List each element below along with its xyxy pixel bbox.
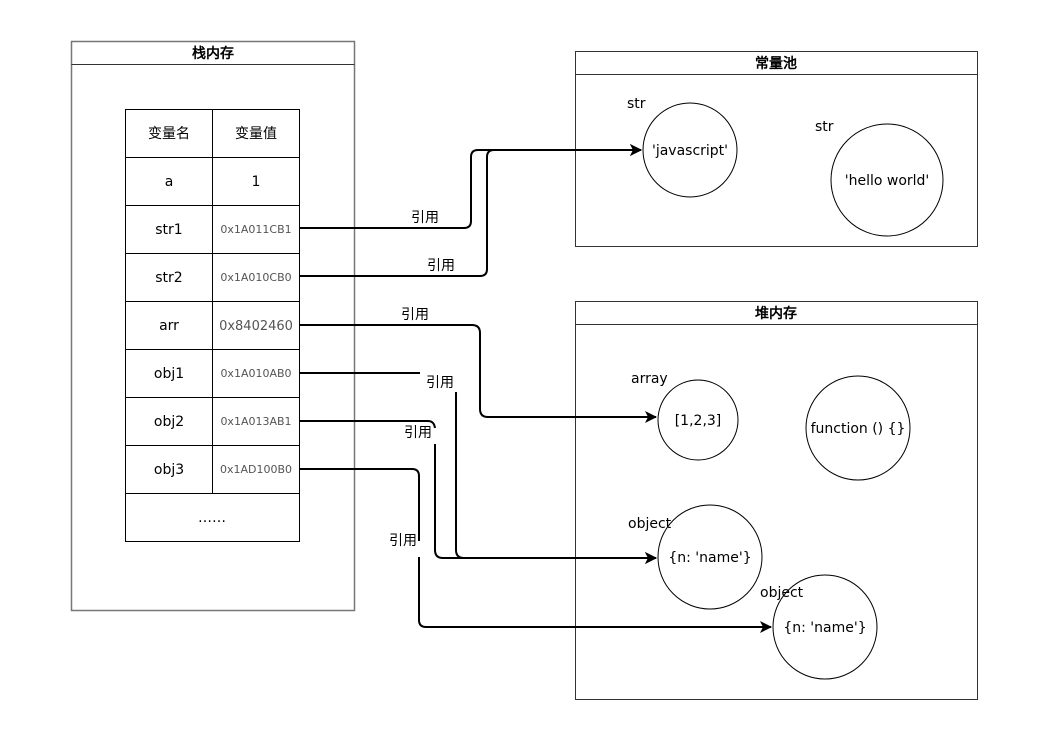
- constant-type-label: str: [815, 119, 834, 135]
- row-name: obj3: [154, 462, 184, 478]
- header-variable-name: 变量名: [148, 126, 190, 142]
- edge-label-str2: 引用: [427, 258, 455, 274]
- heap-title: 堆内存: [755, 305, 797, 322]
- heap-circle: [657, 379, 739, 461]
- edge-label-obj2: 引用: [404, 425, 432, 441]
- table-row-obj1: obj1 0x1A010AB0: [154, 366, 292, 382]
- heap-type-label: object: [628, 516, 672, 532]
- constant-value: 'hello world': [845, 173, 930, 189]
- variable-table: 变量名 变量值 a 1 str1 0x1A011CB1 str2 0x1A010…: [125, 109, 300, 542]
- heap-array: array [1,2,3]: [631, 371, 739, 461]
- heap-object-1: object {n: 'name'}: [628, 504, 763, 610]
- row-value: 1: [252, 174, 261, 190]
- edge-label-str1: 引用: [411, 210, 439, 226]
- heap-function: function () {}: [805, 375, 911, 481]
- constant-javascript: str 'javascript': [627, 96, 738, 198]
- edge-obj3-to-object2: [299, 468, 771, 627]
- constant-circle: [830, 123, 944, 237]
- heap-value: {n: 'name'}: [668, 550, 751, 566]
- edge-label-arr: 引用: [401, 307, 429, 323]
- constant-value: 'javascript': [652, 143, 728, 159]
- edge-str1-to-javascript: [299, 144, 642, 229]
- constant-circle: [642, 102, 738, 198]
- table-row-lines: [125, 157, 300, 494]
- row-name: str1: [155, 222, 182, 238]
- row-address: 0x1A010AB0: [220, 367, 291, 380]
- heap-memory-container: 堆内存 array [1,2,3] function () {} object …: [575, 301, 978, 700]
- constant-hello-world: str 'hello world': [815, 119, 944, 237]
- table-header-row: 变量名 变量值: [148, 126, 277, 142]
- heap-value: function () {}: [811, 421, 906, 437]
- row-address: 0x1AD100B0: [220, 463, 292, 476]
- heap-value: {n: 'name'}: [783, 620, 866, 636]
- table-row-a: a 1: [165, 174, 261, 190]
- edge-obj2-to-object1: [299, 420, 656, 558]
- row-name: arr: [159, 318, 179, 334]
- row-address: 0x1A010CB0: [220, 271, 291, 284]
- heap-type-label: array: [631, 371, 668, 387]
- edge-arr-to-array: [299, 324, 657, 423]
- table-row-str1: str1 0x1A011CB1: [155, 222, 291, 238]
- row-name: str2: [155, 270, 182, 286]
- row-address: 0x8402460: [219, 319, 293, 334]
- edge-label-obj3: 引用: [389, 533, 417, 549]
- edge-str2-to-javascript: [299, 144, 642, 277]
- row-address: 0x1A013AB1: [220, 415, 291, 428]
- header-variable-value: 变量值: [235, 126, 277, 142]
- constant-pool-title: 常量池: [755, 55, 797, 72]
- stack-title: 栈内存: [192, 45, 234, 62]
- edge-label-obj1: 引用: [426, 375, 454, 391]
- table-row-obj2: obj2 0x1A013AB1: [154, 414, 292, 430]
- row-name: obj1: [154, 366, 184, 382]
- heap-type-label: object: [760, 585, 804, 601]
- table-row-obj3: obj3 0x1AD100B0: [154, 462, 292, 478]
- edge-labels: 引用 引用 引用 引用 引用 引用: [389, 210, 455, 549]
- row-name: obj2: [154, 414, 184, 430]
- table-row-arr: arr 0x8402460: [159, 318, 293, 334]
- reference-edges: [299, 144, 771, 627]
- constant-pool-container: 常量池 str 'javascript' str 'hello world': [575, 51, 978, 247]
- table-ellipsis-row: ……: [198, 510, 226, 526]
- constant-type-label: str: [627, 96, 646, 112]
- row-address: 0x1A011CB1: [220, 223, 291, 236]
- heap-circle: [805, 375, 911, 481]
- row-name: a: [165, 174, 174, 190]
- heap-value: [1,2,3]: [675, 413, 722, 429]
- table-row-str2: str2 0x1A010CB0: [155, 270, 291, 286]
